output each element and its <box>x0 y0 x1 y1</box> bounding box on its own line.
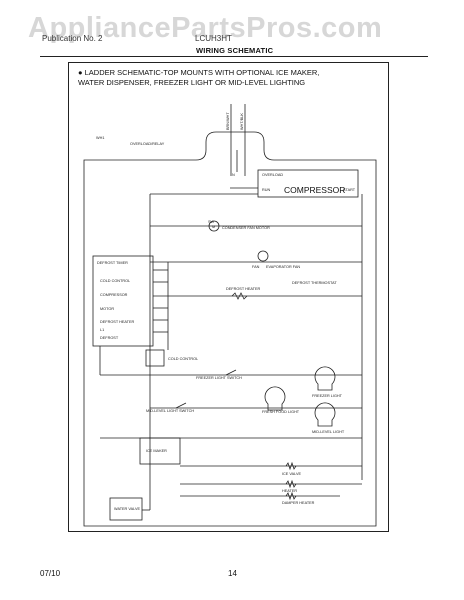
defrost-heater-symbol <box>231 292 248 300</box>
ice-heater-2 <box>285 479 297 489</box>
cold-control-box <box>145 349 165 367</box>
ladder-enclosure <box>83 131 377 527</box>
comp-start-label: START <box>343 188 356 192</box>
mid-light-label: MID-LEVEL LIGHT <box>312 430 345 434</box>
condenser-fan-symbol <box>208 220 220 232</box>
compressor-label: COMPRESSOR <box>284 185 345 195</box>
ice-maker-box <box>139 437 181 465</box>
comp-top-label: OVERLOAD <box>262 173 283 177</box>
condenser-switch-sym: SW <box>208 220 215 224</box>
mid-level-switch <box>175 402 187 409</box>
water-valve-box <box>109 497 143 521</box>
condenser-fan-label: CONDENSER FAN MOTOR <box>222 226 270 230</box>
defrost-heater-label: DEFROST HEATER <box>226 287 261 291</box>
model-header: LCUH3HT <box>195 34 232 43</box>
power-l1-label: BRN/WHT <box>226 112 230 130</box>
timer-item-4: DEFROST HEATER <box>100 320 135 324</box>
footer-date: 07/10 <box>40 569 61 578</box>
freezer-light-label: FREEZER LIGHT <box>312 394 343 398</box>
condenser-fan-sym: M <box>212 225 215 229</box>
mid-level-light-bulb <box>314 402 336 427</box>
footer-page-number: 14 <box>228 569 237 578</box>
ice-valve-label: ICE VALVE <box>282 472 302 476</box>
page-subtitle: WIRING SCHEMATIC <box>196 46 274 55</box>
wiring-ref2: OVERLOAD/RELAY <box>130 142 165 146</box>
wiring-ref: WH1 <box>96 136 104 140</box>
publication-header: Publication No. 2 <box>42 34 103 43</box>
evap-fan-symbol <box>257 250 269 262</box>
freezer-light-switch <box>225 369 237 376</box>
freezer-light-switch-label: FREEZER LIGHT SWITCH <box>196 376 242 380</box>
defrost-thermostat-label: DEFROST THERMOSTAT <box>292 281 337 285</box>
timer-item-6: DEFROST <box>100 336 119 340</box>
timer-item-5: L1 <box>100 328 104 332</box>
cold-control-label: COLD CONTROL <box>168 357 198 361</box>
heater-label: HEATER <box>282 489 297 493</box>
compressor-box <box>257 169 359 198</box>
diagram-title: ● LADDER SCHEMATIC-TOP MOUNTS WITH OPTIO… <box>78 68 319 88</box>
site-watermark: AppliancePartsPros.com <box>28 12 383 44</box>
neutral-tag: N <box>232 173 235 177</box>
power-n-label: WHT/BLK <box>240 113 244 130</box>
timer-item-3: MOTOR <box>100 307 114 311</box>
ice-heater-1 <box>285 461 297 471</box>
damper-heater-label: DAMPER HEATER <box>282 501 315 505</box>
diagram-title-line1: ● LADDER SCHEMATIC-TOP MOUNTS WITH OPTIO… <box>78 68 320 77</box>
timer-title: DEFROST TIMER <box>97 261 128 265</box>
fan-label: FAN <box>252 265 260 269</box>
timer-item-2: COMPRESSOR <box>100 293 128 297</box>
schematic-frame <box>68 62 389 532</box>
ice-maker-label: ICE MAKER <box>146 449 167 453</box>
ice-heater-3 <box>285 491 297 501</box>
diagram-title-line2: WATER DISPENSER, FREEZER LIGHT OR MID-LE… <box>78 78 306 87</box>
freezer-light-bulb <box>314 366 336 391</box>
comp-run-label: RUN <box>262 188 270 192</box>
timer-item-1: COLD CONTROL <box>100 279 130 283</box>
defrost-timer-box <box>92 255 154 347</box>
fresh-food-light-label: FRESH FOOD LIGHT <box>262 410 300 414</box>
mid-level-switch-label: MID-LEVEL LIGHT SWITCH <box>146 409 194 413</box>
water-valve-label: WATER VALVE <box>114 507 140 511</box>
evap-fan-label: EVAPORATOR FAN <box>266 265 300 269</box>
fresh-food-light-bulb <box>264 386 286 411</box>
header-rule <box>40 56 428 57</box>
